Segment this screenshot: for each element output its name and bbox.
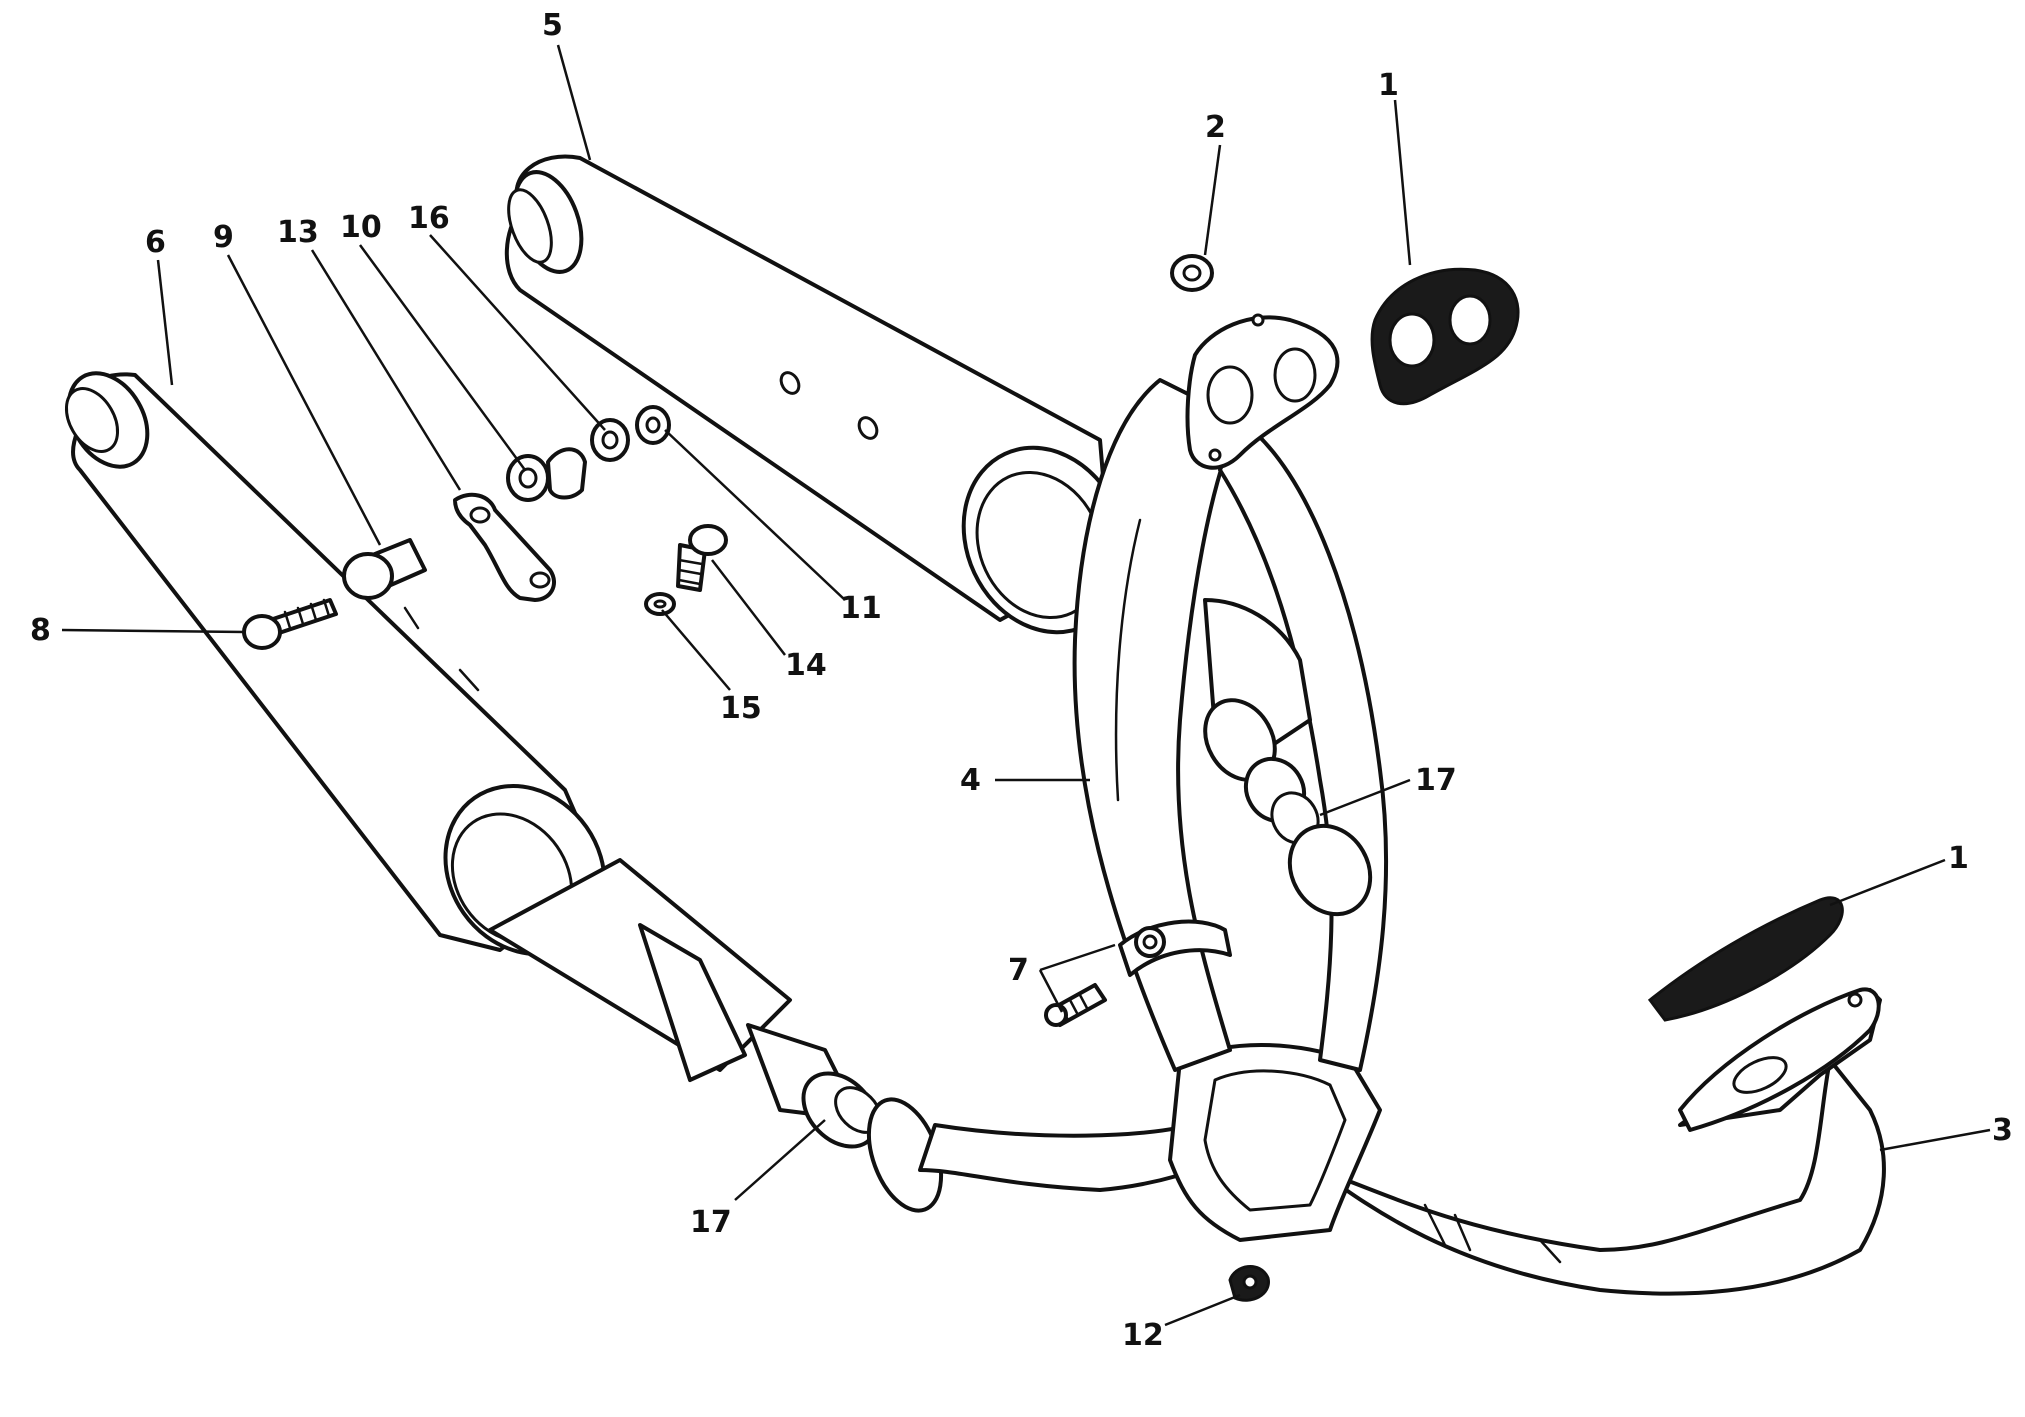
rear-gasket bbox=[1370, 267, 1520, 406]
callout-1-front-gasket: 1 bbox=[1948, 841, 1969, 876]
callout-4-rear-header: 4 bbox=[960, 763, 981, 798]
callout-15-washer: 15 bbox=[720, 691, 762, 726]
callout-5-upper-muffler: 5 bbox=[542, 8, 563, 43]
upper-muffler bbox=[504, 154, 1129, 635]
mounting-hardware bbox=[242, 405, 728, 650]
callout-12-nut: 12 bbox=[1122, 1318, 1164, 1353]
callout-17-rear-seal: 17 bbox=[1415, 763, 1457, 798]
callout-3-front-header: 3 bbox=[1992, 1113, 2013, 1148]
rear-connector-sleeves bbox=[1203, 598, 1373, 917]
callout-6-lower-muffler: 6 bbox=[145, 225, 166, 260]
lower-muffler bbox=[64, 371, 607, 956]
callout-9-spacer: 9 bbox=[213, 220, 234, 255]
lower-connector-pipe bbox=[488, 858, 944, 1213]
callout-13-bracket: 13 bbox=[277, 215, 319, 250]
callout-16-nut: 16 bbox=[408, 201, 450, 236]
callout-11-bush: 11 bbox=[840, 591, 882, 626]
callout-7-clamp: 7 bbox=[1008, 953, 1029, 988]
nut-12 bbox=[1228, 1265, 1270, 1302]
callout-1-rear-gasket: 1 bbox=[1378, 68, 1399, 103]
callout-14-bolt: 14 bbox=[785, 648, 827, 683]
nut-2 bbox=[1170, 254, 1214, 292]
callout-2-nut: 2 bbox=[1205, 110, 1226, 145]
rear-header-flange bbox=[1185, 313, 1340, 470]
pipe-clamp bbox=[1044, 919, 1232, 1027]
callout-17-front-seal: 17 bbox=[690, 1205, 732, 1240]
collector-crossover bbox=[1168, 1043, 1382, 1242]
front-header-pipe bbox=[918, 988, 1886, 1296]
front-gasket bbox=[1647, 896, 1844, 1022]
callout-8-bolt: 8 bbox=[30, 613, 51, 648]
front-header-flange bbox=[1678, 987, 1881, 1132]
callout-10-washer: 10 bbox=[340, 210, 382, 245]
leader-lines bbox=[61, 44, 1991, 1327]
